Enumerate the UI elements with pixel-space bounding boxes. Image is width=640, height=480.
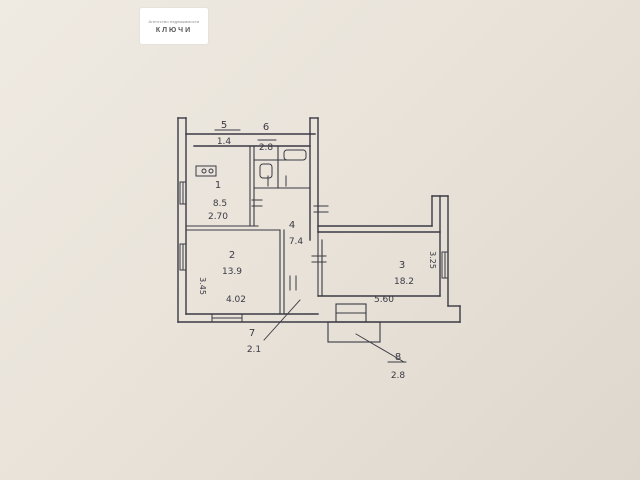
door-marks [251,175,329,291]
windows [179,181,449,323]
room-7-area: 2.1 [247,345,261,355]
room-8-number: 8 [395,352,401,363]
room-5-area: 1.4 [217,137,232,147]
room-6-number: 6 [263,122,269,133]
room-2-area: 13.9 [222,267,242,277]
room-2-width: 4.02 [226,295,246,305]
room-3-number: 3 [399,260,405,271]
room-8-area: 2.8 [391,371,406,381]
balcony [327,303,381,343]
room-2-depth: 3.45 [198,277,207,295]
agency-watermark: Агентство недвижимости КЛЮЧИ [140,8,208,44]
room-1-number: 1 [215,180,221,191]
room-3-width: 5.60 [374,295,394,305]
room-2-number: 2 [229,250,235,261]
room-4-area: 7.4 [289,237,304,247]
room-5-number: 5 [221,120,227,131]
leader-lines [214,129,407,363]
watermark-title: КЛЮЧИ [155,26,193,34]
room-1-area: 8.5 [213,199,227,209]
room-3-depth: 3.25 [428,251,437,269]
fixtures [195,149,307,179]
room-3-area: 18.2 [394,277,414,287]
outer-walls [177,117,461,323]
room-4-number: 4 [289,220,295,231]
room-labels: 5 1.4 6 2.8 1 8.5 2.70 4 7.4 2 13.9 4.02… [198,120,437,381]
room-6-area: 2.8 [259,143,274,153]
room-1-dimension: 2.70 [208,212,228,222]
room-7-number: 7 [249,328,255,339]
watermark-subtitle: Агентство недвижимости [148,18,200,24]
